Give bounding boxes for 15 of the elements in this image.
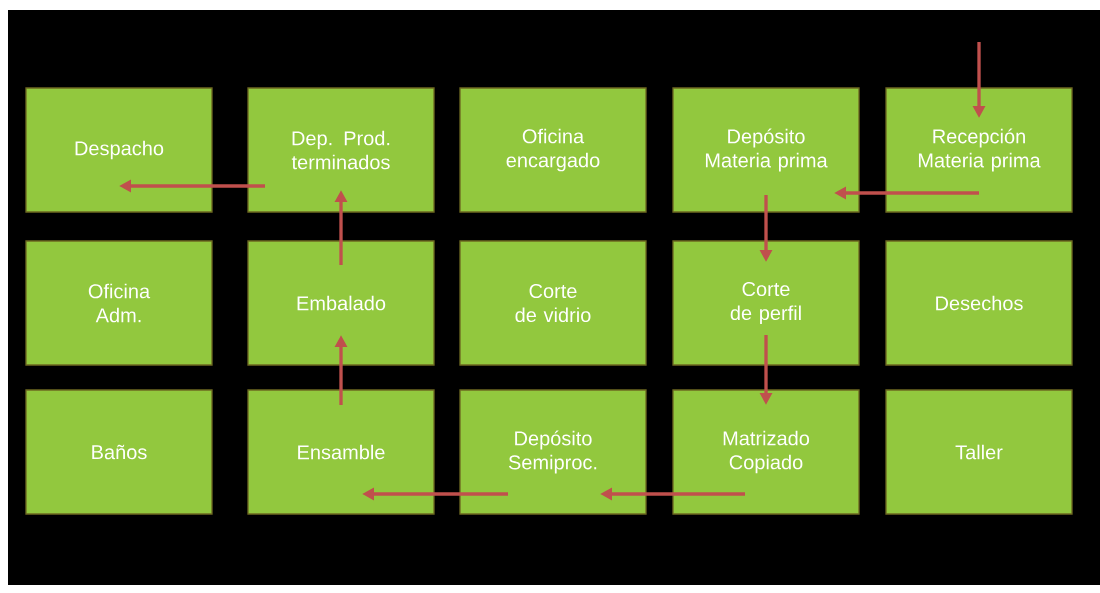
room-box: Corte de vidrio (459, 240, 647, 366)
room-box: Desechos (885, 240, 1073, 366)
room-box: Oficina encargado (459, 87, 647, 213)
room-box: Depósito Semiproc. (459, 389, 647, 515)
room-box: Taller (885, 389, 1073, 515)
room-box: Depósito Materia prima (672, 87, 860, 213)
room-box: Corte de perfil (672, 240, 860, 366)
room-box: Dep. Prod. terminados (247, 87, 435, 213)
room-box: Matrizado Copiado (672, 389, 860, 515)
room-box: Embalado (247, 240, 435, 366)
room-box: Despacho (25, 87, 213, 213)
room-box: Baños (25, 389, 213, 515)
room-box: Ensamble (247, 389, 435, 515)
room-box: Oficina Adm. (25, 240, 213, 366)
room-box: Recepción Materia prima (885, 87, 1073, 213)
